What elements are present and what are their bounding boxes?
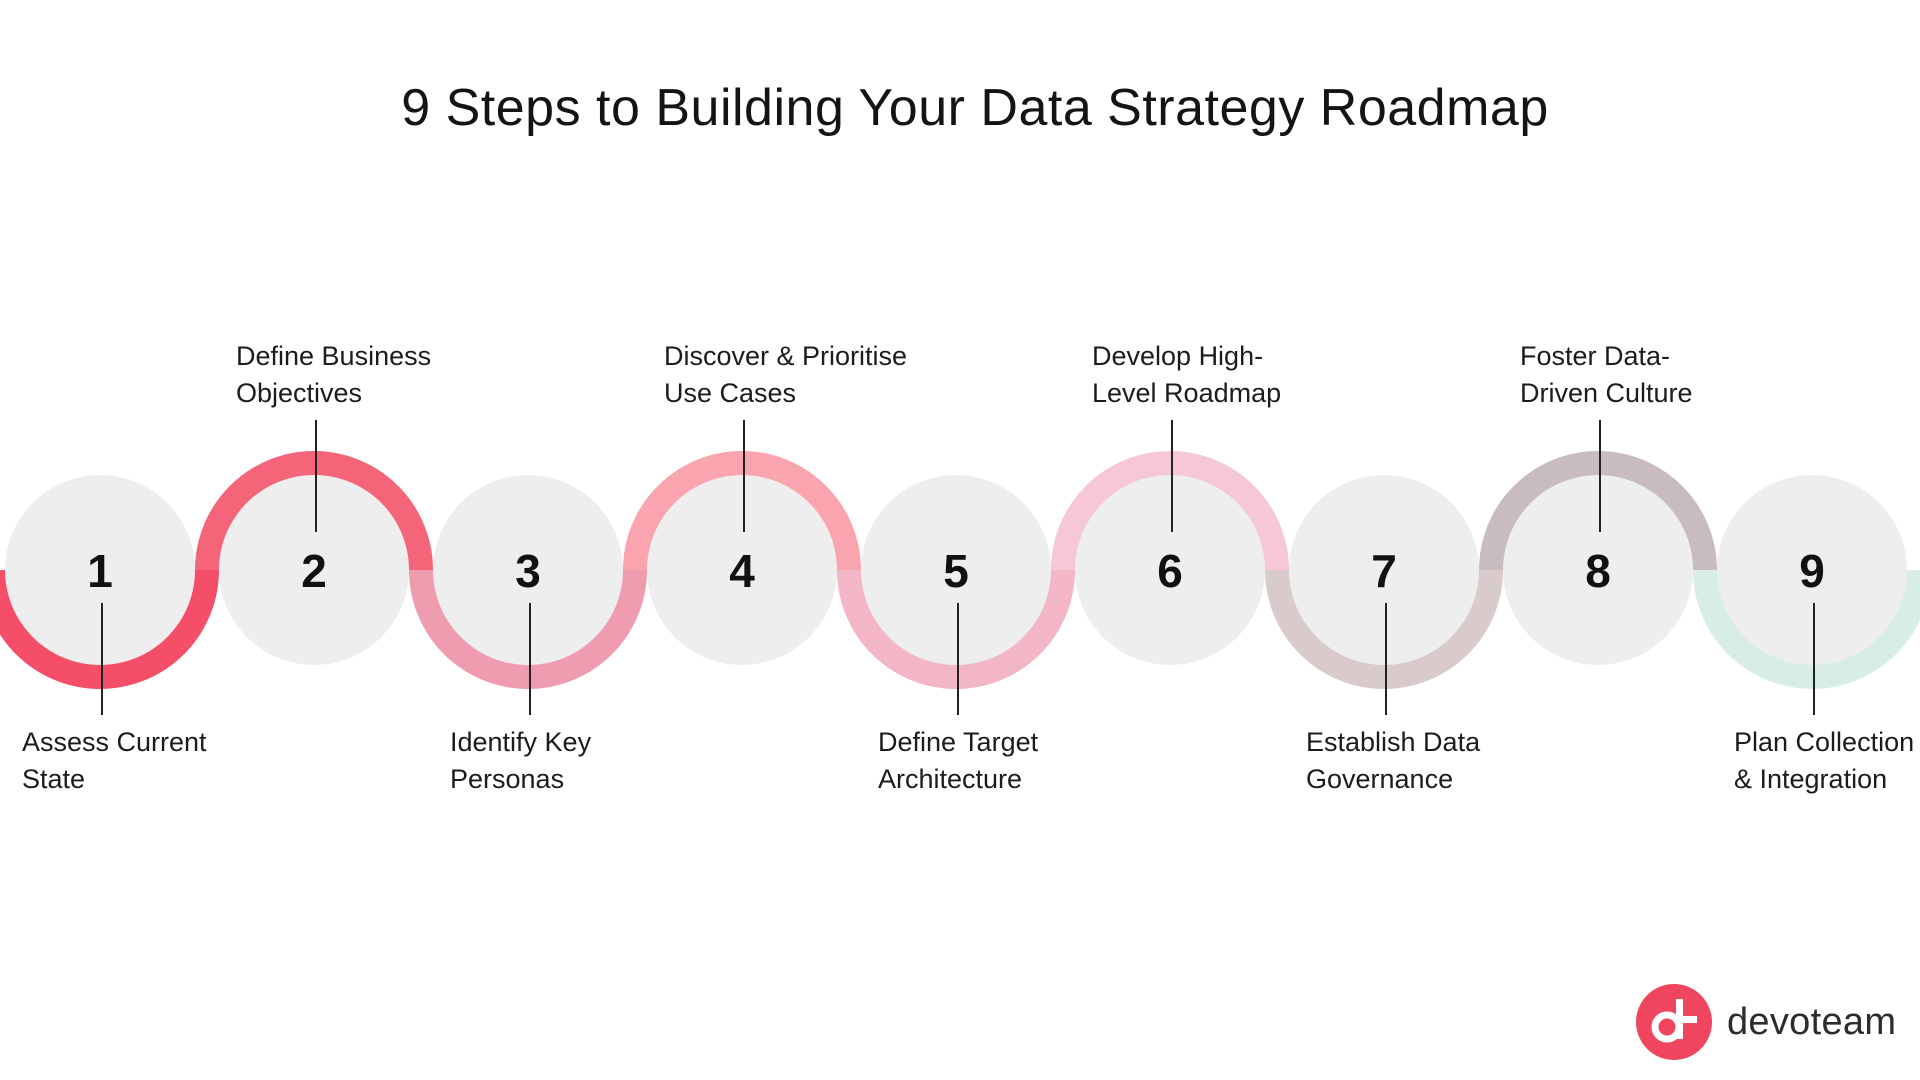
step-number-2: 2: [301, 545, 327, 597]
connector-arc-4: [623, 451, 861, 571]
connector-arc-3: [409, 569, 647, 689]
connector-arc-2: [195, 451, 433, 571]
step-label-line: Architecture: [878, 764, 1023, 794]
step-label-line: Governance: [1306, 764, 1454, 794]
leader-lines: [101, 420, 1815, 715]
connector-arc-7: [1265, 569, 1503, 689]
step-number-7: 7: [1371, 545, 1397, 597]
step-circle-4: [647, 475, 837, 665]
step-number-6: 6: [1157, 545, 1183, 597]
step-label-line: Level Roadmap: [1092, 378, 1282, 408]
step-label-line: State: [22, 764, 86, 794]
step-label-line: Objectives: [236, 378, 363, 408]
step-number-1: 1: [87, 545, 113, 597]
step-circles: [5, 475, 1907, 665]
connector-arc-9: [1693, 569, 1920, 689]
step-label-line: Define Business: [236, 341, 432, 371]
step-circle-2: [219, 475, 409, 665]
step-number-4: 4: [729, 545, 755, 597]
step-label-line: Define Target: [878, 727, 1039, 757]
brand-logo: devoteam: [1635, 983, 1896, 1061]
step-label-8: Foster Data- Driven Culture: [1520, 338, 1693, 412]
step-number-8: 8: [1585, 545, 1611, 597]
step-circle-9: [1717, 475, 1907, 665]
step-label-line: Plan Collection: [1734, 727, 1915, 757]
step-label-line: Identify Key: [450, 727, 592, 757]
step-number-3: 3: [515, 545, 541, 597]
devoteam-logo-icon: [1636, 984, 1712, 1060]
connector-arc-6: [1051, 451, 1289, 571]
step-label-line: & Integration: [1734, 764, 1888, 794]
page-title: 9 Steps to Building Your Data Strategy R…: [401, 79, 1549, 137]
step-number-9: 9: [1799, 545, 1825, 597]
brand-name: devoteam: [1727, 1000, 1897, 1043]
connector-arc-8: [1479, 451, 1717, 571]
connector-arcs: [0, 451, 1920, 689]
step-numbers: 1 2 3 4 5 6 7 8 9: [87, 545, 1825, 597]
connector-arc-1: [0, 569, 219, 689]
step-circle-6: [1075, 475, 1265, 665]
step-circle-3: [433, 475, 623, 665]
step-label-line: Personas: [450, 764, 565, 794]
step-circle-7: [1289, 475, 1479, 665]
step-circle-5: [861, 475, 1051, 665]
step-label-line: Use Cases: [664, 378, 797, 408]
step-label-line: Establish Data: [1306, 727, 1481, 757]
step-label-line: Develop High-: [1092, 341, 1264, 371]
step-circle-1: [5, 475, 195, 665]
step-label-9: Plan Collection & Integration: [1734, 724, 1914, 798]
step-number-5: 5: [943, 545, 969, 597]
step-label-6: Develop High- Level Roadmap: [1092, 338, 1281, 412]
step-label-line: Discover & Prioritise: [664, 341, 908, 371]
step-label-line: Assess Current: [22, 727, 207, 757]
step-circle-8: [1503, 475, 1693, 665]
step-label-line: Foster Data-: [1520, 341, 1671, 371]
step-label-line: Driven Culture: [1520, 378, 1693, 408]
connector-arc-5: [837, 569, 1075, 689]
